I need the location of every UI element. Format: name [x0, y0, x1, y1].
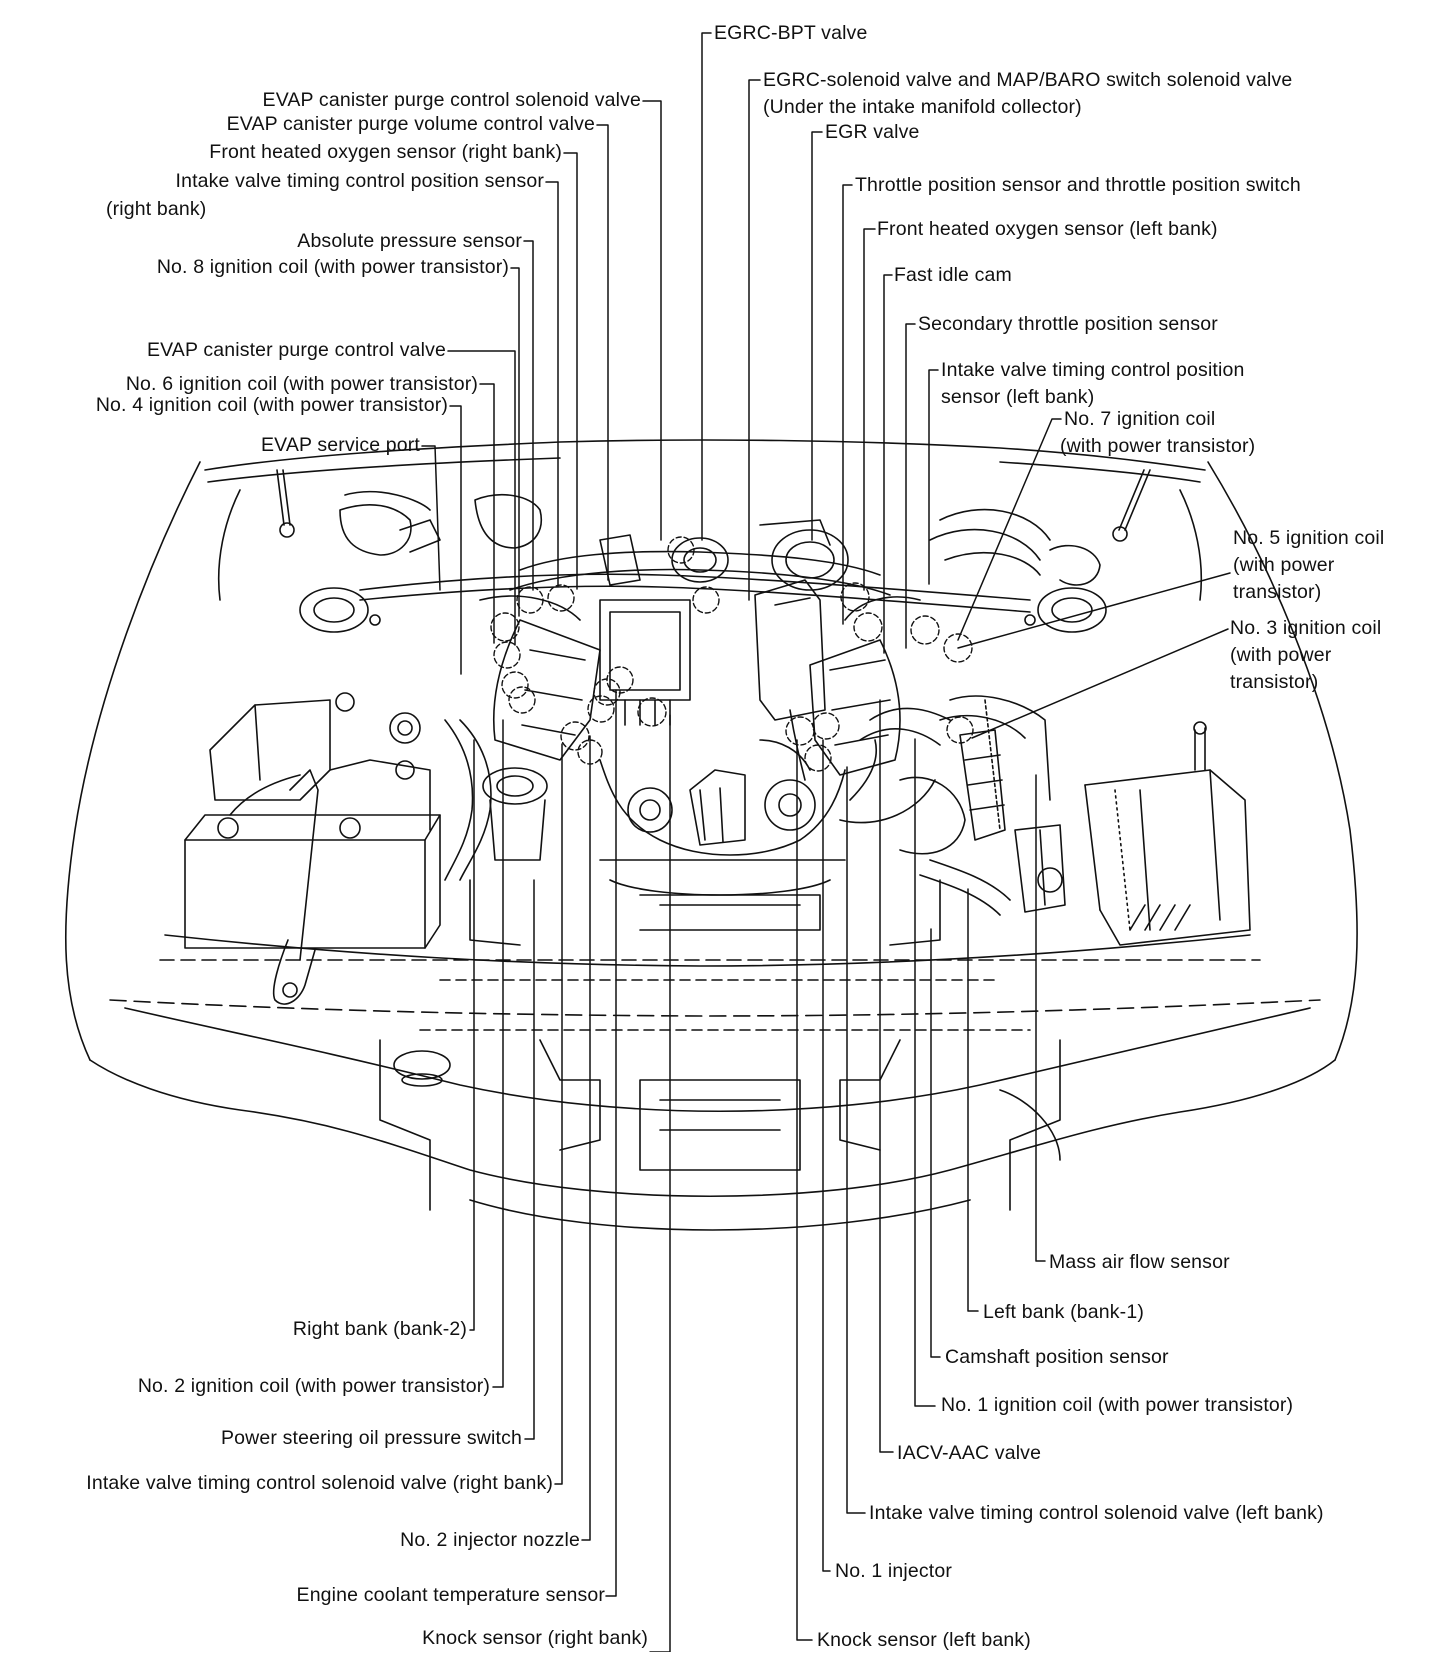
label-coolant-temp-sensor: Engine coolant temperature sensor [296, 1584, 605, 1606]
label-secondary-throttle-sensor: Secondary throttle position sensor [918, 313, 1218, 335]
label-ignition-coil-5-line3: transistor) [1233, 581, 1322, 603]
label-ignition-coil-8: No. 8 ignition coil (with power transist… [156, 256, 509, 278]
label-ignition-coil-2: No. 2 ignition coil (with power transist… [137, 1375, 490, 1397]
label-ivtc-position-left-line2: sensor (left bank) [941, 386, 1095, 408]
label-knock-sensor-right: Knock sensor (right bank) [422, 1627, 648, 1649]
label-ignition-coil-7-line1: No. 7 ignition coil [1064, 408, 1216, 430]
label-front-o2-right: Front heated oxygen sensor (right bank) [209, 141, 562, 163]
label-injector-nozzle-2: No. 2 injector nozzle [400, 1529, 580, 1551]
air-cleaner [1014, 721, 1251, 946]
label-ignition-coil-7-line2: (with power transistor) [1060, 435, 1256, 457]
label-ignition-coil-5-line2: (with power [1233, 554, 1335, 576]
label-evap-service-port: EVAP service port [261, 434, 420, 456]
label-right-bank: Right bank (bank-2) [292, 1318, 467, 1340]
label-egrc-solenoid-valve: EGRC-solenoid valve and MAP/BARO switch … [763, 69, 1293, 91]
label-left-bank: Left bank (bank-1) [983, 1301, 1144, 1323]
label-iacv-aac-valve: IACV-AAC valve [897, 1442, 1042, 1464]
label-throttle-position-sensor: Throttle position sensor and throttle po… [855, 174, 1301, 196]
label-injector-1: No. 1 injector [835, 1560, 952, 1582]
engine-block [276, 469, 1151, 1031]
car-body-outline [64, 439, 1358, 1231]
label-ivtc-position-right-line1: Intake valve timing control position sen… [175, 170, 544, 192]
label-camshaft-position-sensor: Camshaft position sensor [945, 1346, 1169, 1368]
label-ivtc-solenoid-left: Intake valve timing control solenoid val… [869, 1502, 1324, 1524]
label-ignition-coil-3-line3: transistor) [1230, 671, 1319, 693]
label-ignition-coil-3-line1: No. 3 ignition coil [1230, 617, 1382, 639]
label-egrc-bpt-valve: EGRC-BPT valve [714, 22, 868, 44]
leader-lines [421, 32, 1231, 1652]
label-ignition-coil-1: No. 1 ignition coil (with power transist… [941, 1394, 1294, 1416]
label-ignition-coil-6: No. 6 ignition coil (with power transist… [125, 373, 478, 395]
fuse-box [209, 692, 431, 831]
label-egrc-solenoid-note: (Under the intake manifold collector) [763, 96, 1082, 118]
label-ivtc-position-left-line1: Intake valve timing control position [941, 359, 1245, 381]
label-ignition-coil-3-line2: (with power [1230, 644, 1332, 666]
label-evap-purge-volume-control: EVAP canister purge volume control valve [226, 113, 595, 135]
label-fast-idle-cam: Fast idle cam [894, 264, 1012, 286]
air-intake-duct [859, 695, 1051, 855]
label-evap-purge-control-valve: EVAP canister purge control valve [146, 339, 446, 361]
label-ignition-coil-5-line1: No. 5 ignition coil [1233, 527, 1385, 549]
battery [184, 769, 441, 1005]
label-knock-sensor-left: Knock sensor (left bank) [817, 1629, 1031, 1651]
component-locator-circles [490, 536, 974, 772]
label-ivtc-solenoid-right: Intake valve timing control solenoid val… [86, 1472, 553, 1494]
label-evap-purge-control-solenoid: EVAP canister purge control solenoid val… [262, 89, 641, 111]
label-egr-valve: EGR valve [825, 121, 920, 143]
label-ps-oil-pressure-switch: Power steering oil pressure switch [221, 1427, 522, 1449]
label-ivtc-position-right-line2: (right bank) [106, 198, 207, 220]
label-ignition-coil-4: No. 4 ignition coil (with power transist… [95, 394, 448, 416]
label-mass-air-flow-sensor: Mass air flow sensor [1049, 1251, 1230, 1273]
label-absolute-pressure-sensor: Absolute pressure sensor [297, 230, 522, 252]
label-front-o2-left: Front heated oxygen sensor (left bank) [877, 218, 1218, 240]
